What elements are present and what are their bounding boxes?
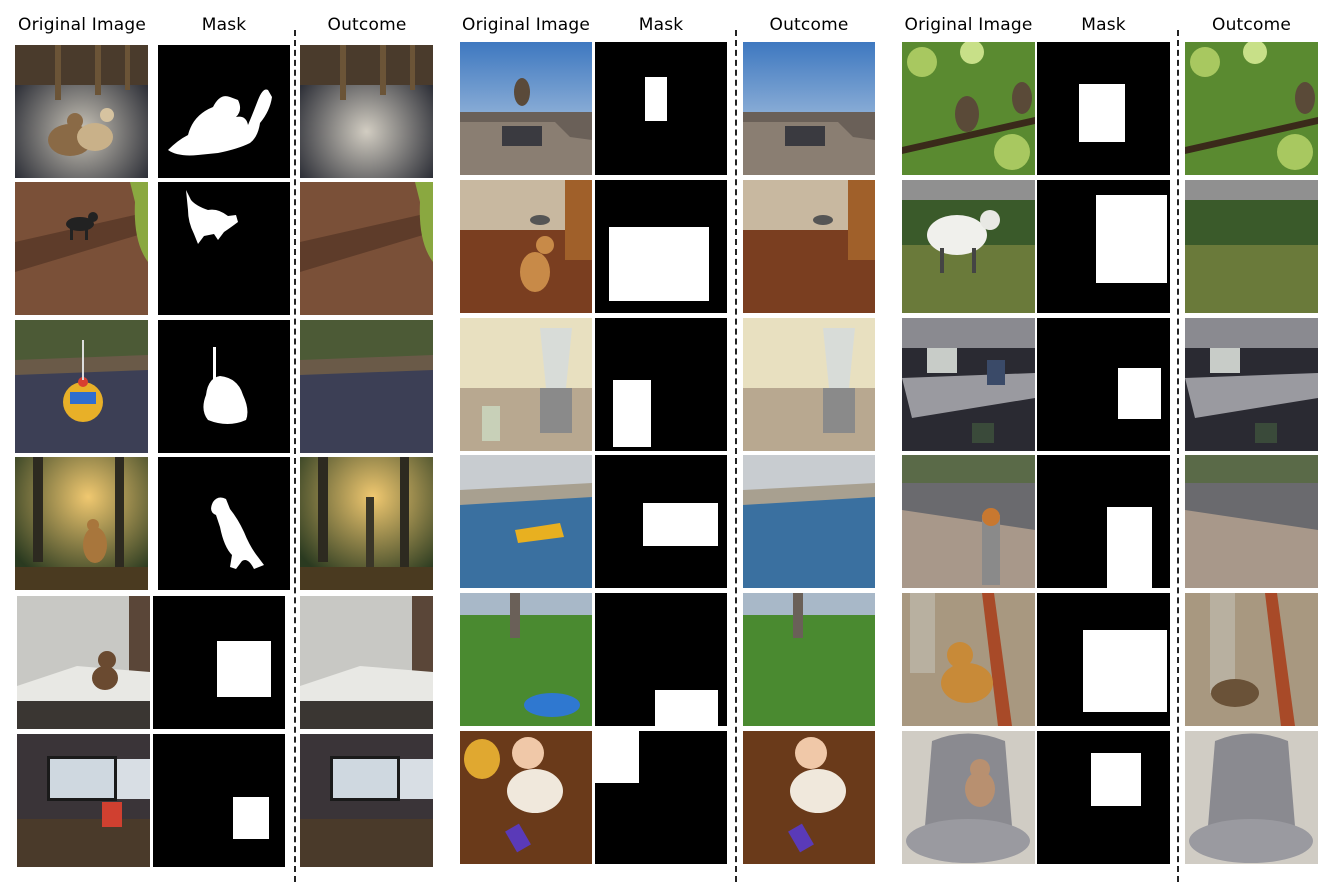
outcome-image	[743, 593, 875, 726]
header-outcome-1: Outcome	[327, 15, 407, 35]
mask-image	[158, 457, 290, 590]
header-mask-2: Mask	[638, 15, 684, 35]
header-outcome-2: Outcome	[769, 15, 849, 35]
outcome-image	[743, 42, 875, 175]
mask-image	[153, 734, 285, 867]
outcome-image	[743, 455, 875, 588]
original-image	[902, 593, 1035, 726]
outcome-image	[743, 318, 875, 451]
header-mask-3: Mask	[1081, 15, 1126, 35]
mask-image	[1037, 731, 1170, 864]
outcome-image	[743, 180, 875, 313]
outcome-image	[1185, 731, 1318, 864]
mask-image	[1037, 318, 1170, 451]
original-image	[15, 45, 148, 178]
outcome-image	[300, 45, 433, 178]
outcome-image	[300, 182, 433, 315]
separator-3	[1177, 30, 1179, 882]
outcome-image	[300, 734, 433, 867]
outcome-image	[1185, 455, 1318, 588]
mask-image	[153, 596, 285, 729]
outcome-image	[1185, 42, 1318, 175]
original-image	[17, 596, 150, 729]
original-image	[15, 320, 148, 453]
header-mask-1: Mask	[201, 15, 247, 35]
mask-image	[158, 182, 290, 315]
header-original-image-2: Original Image	[462, 15, 590, 35]
original-image	[902, 731, 1035, 864]
original-image	[902, 455, 1035, 588]
mask-image	[1037, 455, 1170, 588]
original-image	[902, 42, 1035, 175]
original-image	[15, 457, 148, 590]
mask-image	[595, 42, 727, 175]
outcome-image	[300, 320, 433, 453]
original-image	[460, 593, 592, 726]
mask-image	[595, 180, 727, 313]
mask-image	[595, 318, 727, 451]
outcome-image	[300, 457, 433, 590]
header-original-image-1: Original Image	[18, 15, 146, 35]
mask-image	[595, 731, 727, 864]
mask-image	[1037, 593, 1170, 726]
original-image	[15, 182, 148, 315]
mask-image	[158, 320, 290, 453]
mask-image	[595, 455, 727, 588]
separator-2	[735, 30, 737, 882]
original-image	[460, 318, 592, 451]
mask-image	[1037, 180, 1170, 313]
outcome-image	[1185, 318, 1318, 451]
original-image	[460, 42, 592, 175]
header-outcome-3: Outcome	[1212, 15, 1291, 35]
original-image	[902, 180, 1035, 313]
outcome-image	[300, 596, 433, 729]
original-image	[460, 731, 592, 864]
original-image	[460, 180, 592, 313]
outcome-image	[1185, 593, 1318, 726]
original-image	[17, 734, 150, 867]
mask-image	[1037, 42, 1170, 175]
original-image	[460, 455, 592, 588]
outcome-image	[1185, 180, 1318, 313]
header-original-image-3: Original Image	[904, 15, 1033, 35]
mask-image	[158, 45, 290, 178]
outcome-image	[743, 731, 875, 864]
original-image	[902, 318, 1035, 451]
separator-1	[294, 30, 296, 882]
mask-image	[595, 593, 727, 726]
